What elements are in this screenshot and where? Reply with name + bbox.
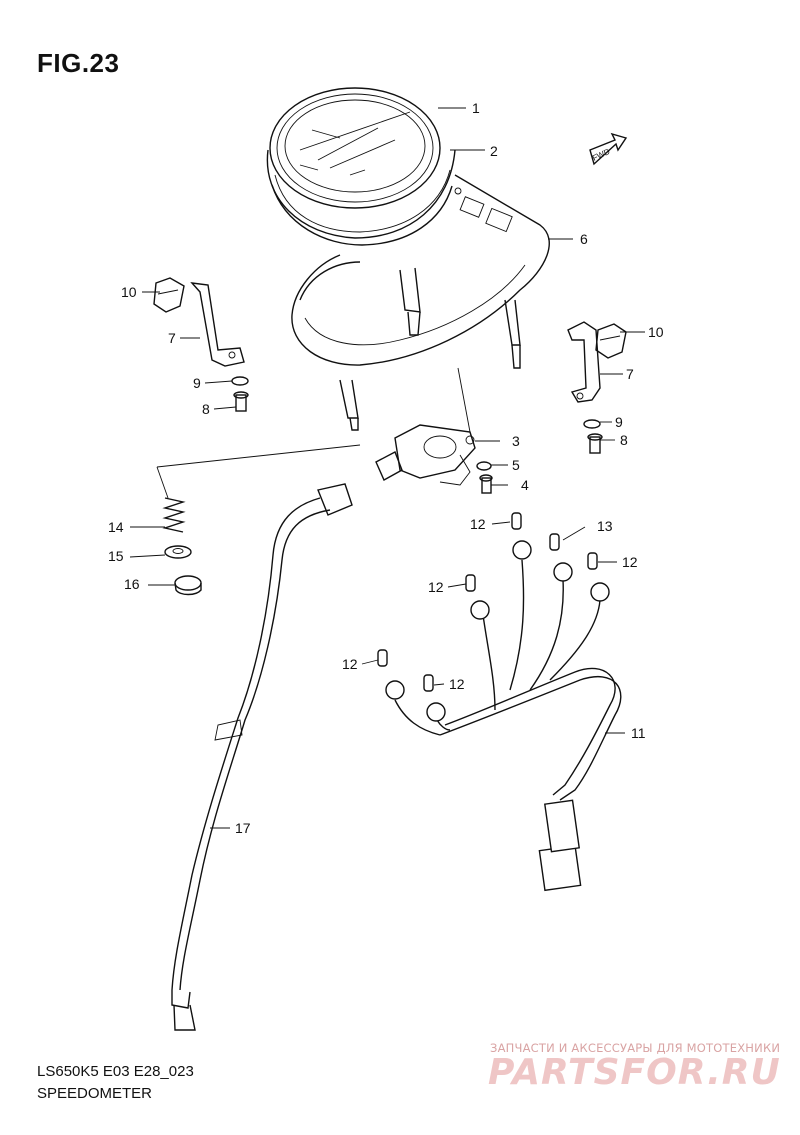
callout-15[interactable]: 15 [108, 548, 124, 564]
bulb-12b[interactable] [587, 552, 598, 570]
seal-16[interactable] [174, 575, 202, 596]
screw-4[interactable] [479, 474, 493, 494]
callout-8-left[interactable]: 8 [202, 401, 210, 417]
bulb-socket-e[interactable] [385, 680, 405, 700]
clip-left[interactable] [153, 277, 185, 313]
callout-14[interactable]: 14 [108, 519, 124, 535]
washer-right[interactable] [583, 419, 601, 429]
bolt-right[interactable] [587, 433, 603, 454]
callouts: 1 2 6 10 7 9 8 10 7 9 8 3 5 4 14 15 16 1… [108, 100, 664, 836]
bracket-left[interactable] [190, 282, 245, 367]
callout-16[interactable]: 16 [124, 576, 140, 592]
washer-5[interactable] [476, 461, 492, 471]
forward-arrow-icon [589, 132, 628, 166]
bulb-12d[interactable] [377, 649, 388, 667]
callout-13[interactable]: 13 [597, 518, 613, 534]
bulb-socket-a[interactable] [512, 540, 532, 560]
speedometer-bezel[interactable] [266, 149, 456, 246]
figure-name: SPEEDOMETER [37, 1085, 153, 1102]
callout-7-right[interactable]: 7 [626, 366, 634, 382]
bulb-socket-d[interactable] [470, 600, 490, 620]
speedometer-gearbox[interactable] [375, 424, 476, 486]
watermark-logo: PARTSFOR.RU [488, 1052, 781, 1093]
callout-1[interactable]: 1 [472, 100, 480, 116]
assembly-lines [156, 367, 471, 499]
model-code: LS650K5 E03 E28_023 [37, 1063, 194, 1080]
wiring-harness[interactable] [394, 559, 622, 892]
callout-12-d[interactable]: 12 [342, 656, 358, 672]
clip-right[interactable] [595, 323, 627, 359]
bulb-socket-f[interactable] [426, 702, 446, 722]
callout-7-left[interactable]: 7 [168, 330, 176, 346]
meter-case[interactable] [291, 174, 550, 431]
spring-14[interactable] [162, 497, 186, 533]
callout-4[interactable]: 4 [521, 477, 529, 493]
callout-12-c[interactable]: 12 [428, 579, 444, 595]
bulb-12c[interactable] [465, 574, 476, 592]
speedometer-cable[interactable] [171, 483, 353, 1031]
watermark-text: ЗАПЧАСТИ И АКСЕССУАРЫ ДЛЯ МОТОТЕХНИКИ [490, 1041, 781, 1055]
callout-10-right[interactable]: 10 [648, 324, 664, 340]
washer-15[interactable] [164, 545, 192, 559]
figure-title: FIG.23 [37, 48, 120, 78]
callout-2[interactable]: 2 [490, 143, 498, 159]
callout-6[interactable]: 6 [580, 231, 588, 247]
callout-17[interactable]: 17 [235, 820, 251, 836]
callout-9-left[interactable]: 9 [193, 375, 201, 391]
bulb-socket-b[interactable] [553, 562, 573, 582]
callout-5[interactable]: 5 [512, 457, 520, 473]
callout-12-b[interactable]: 12 [622, 554, 638, 570]
bulb-12a[interactable] [511, 512, 522, 530]
callout-leaders [129, 107, 645, 829]
bulb-socket-c[interactable] [590, 582, 610, 602]
bulb-13[interactable] [549, 533, 560, 551]
callout-10-left[interactable]: 10 [121, 284, 137, 300]
bracket-right[interactable] [567, 321, 601, 403]
callout-12-e[interactable]: 12 [449, 676, 465, 692]
bolt-left[interactable] [233, 391, 249, 412]
callout-8-right[interactable]: 8 [620, 432, 628, 448]
callout-3[interactable]: 3 [512, 433, 520, 449]
callout-11[interactable]: 11 [631, 725, 646, 741]
callout-12-a[interactable]: 12 [470, 516, 486, 532]
bulb-12e[interactable] [423, 674, 434, 692]
washer-left[interactable] [231, 376, 249, 386]
speedometer-meter[interactable] [269, 87, 441, 209]
callout-9-right[interactable]: 9 [615, 414, 623, 430]
